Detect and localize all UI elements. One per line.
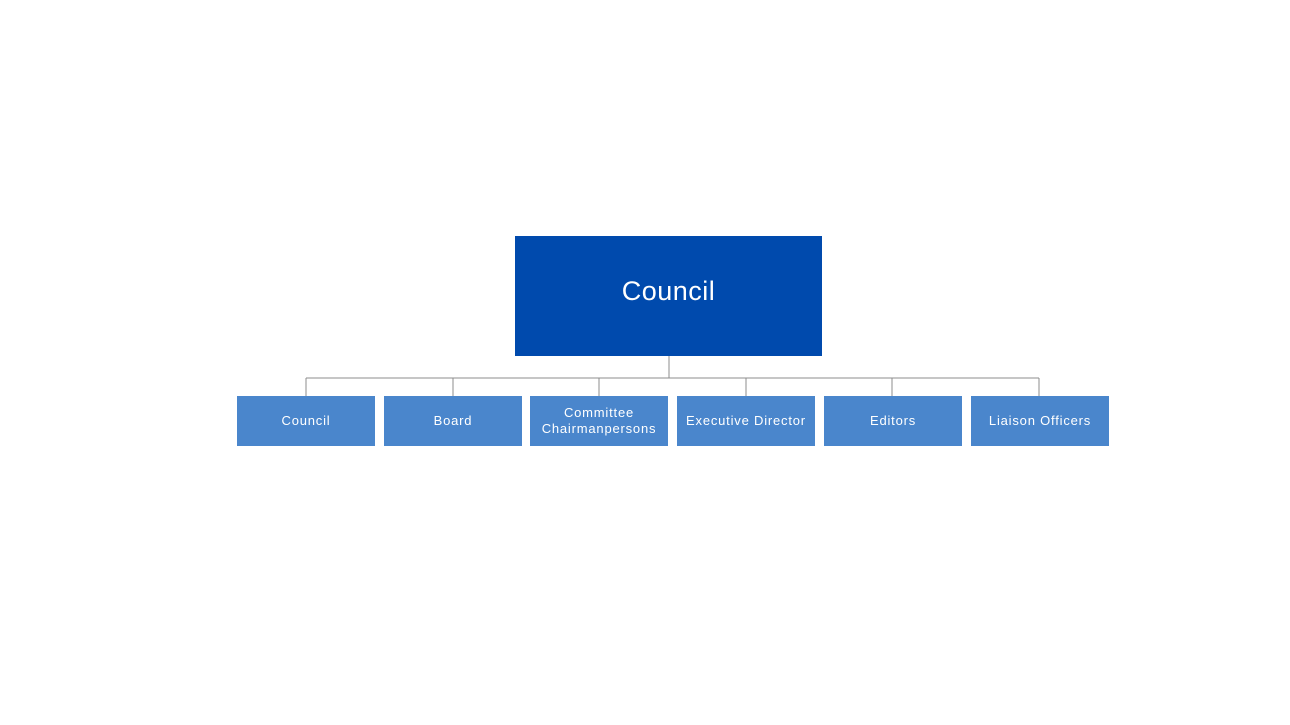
root-node: Council xyxy=(515,236,822,356)
child-node-liaison-officers: Liaison Officers xyxy=(971,396,1109,446)
child-node-board: Board xyxy=(384,396,522,446)
child-node-council: Council xyxy=(237,396,375,446)
child-node-editors: Editors xyxy=(824,396,962,446)
child-node-committee-chairmanpersons: Committee Chairmanpersons xyxy=(530,396,668,446)
child-node-executive-director: Executive Director xyxy=(677,396,815,446)
